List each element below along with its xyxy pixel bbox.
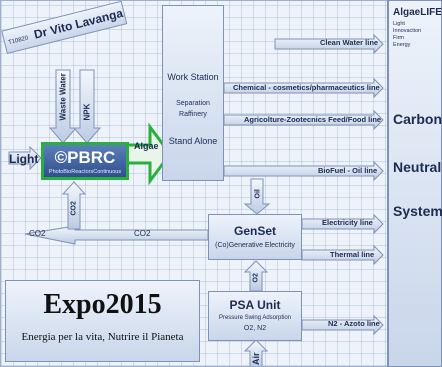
co2-mid-label: CO2: [134, 229, 151, 238]
electricity-arrow: [301, 213, 384, 235]
co2-up-arrow: [61, 181, 87, 230]
expo-box: Expo2015 Energia per la vita, Nutrire il…: [5, 280, 200, 362]
waste-water-label: Waste Water: [58, 73, 68, 121]
psa-gases: O2, N2: [243, 325, 267, 332]
co2-left-arrow: [24, 225, 209, 245]
psa-title: PSA Unit: [229, 298, 281, 312]
npk-arrow: [72, 69, 102, 144]
genset-subtitle: (Co)Generative Electricity: [215, 242, 295, 249]
expo-title: Expo2015: [43, 289, 162, 320]
right-panel-line-light: Light: [393, 21, 405, 27]
oil-arrow: [243, 178, 271, 215]
genset-title: GenSet: [233, 224, 276, 238]
waste-water-arrow: [48, 69, 78, 144]
work-station-line2: Raffinery: [179, 111, 207, 118]
n2-arrow: [301, 314, 384, 336]
work-station-box: Work Station Separation Raffinery Stand …: [162, 5, 224, 181]
agriculture-arrow: [223, 109, 384, 131]
right-panel-carbon: Carbon: [393, 111, 442, 127]
genset-box: GenSet (Co)Generative Electricity: [208, 214, 302, 260]
light-label: Light: [9, 152, 39, 166]
right-panel-line-innovaction: Innovaction: [393, 28, 422, 34]
light-arrow: [8, 145, 42, 171]
algae-label: Algae: [134, 141, 159, 151]
right-panel-title: AlgaeLIFE: [393, 7, 442, 18]
agriculture-label: Agricolture-Zootecnics Feed/Food line: [244, 115, 382, 124]
air-arrow: [243, 339, 269, 367]
chemical-arrow: [223, 77, 384, 99]
expo-subtitle: Energia per la vita, Nutrire il Pianeta: [21, 331, 184, 343]
work-station-title: Work Station: [167, 72, 219, 82]
work-station-line3: Stand Alone: [168, 136, 218, 146]
clean-water-label: Clean Water line: [320, 38, 379, 47]
right-panel-neutral: Neutral: [393, 159, 442, 175]
co2-up-label: CO2: [70, 201, 78, 216]
thermal-arrow: [301, 244, 384, 266]
biofuel-arrow: [223, 160, 384, 182]
right-panel-system: System: [393, 203, 442, 219]
pbrc-box: ©PBRC PhotoBioReactorsContinuous: [41, 142, 129, 180]
right-panel-line-energy: Energy: [393, 42, 411, 48]
biofuel-label: BioFuel - Oil line: [318, 166, 378, 175]
npk-label: NPK: [82, 103, 92, 121]
right-panel: AlgaeLIFE Light Innovaction Firm Energy …: [387, 0, 442, 367]
o2-label: O2: [252, 273, 260, 283]
psa-box: PSA Unit Pressure Swing Adsorption O2, N…: [208, 291, 302, 341]
co2-left-label: CO2: [29, 229, 46, 238]
air-label: Air: [251, 352, 261, 365]
psa-subtitle: Pressure Swing Adsorption: [218, 315, 292, 321]
o2-arrow: [243, 260, 269, 292]
right-panel-line-firm: Firm: [393, 35, 404, 41]
algae-arrow: [124, 122, 172, 186]
author-id: T10820: [7, 35, 29, 47]
work-station-line1: Separation: [176, 100, 210, 107]
electricity-label: Electricity line: [322, 218, 373, 227]
chemical-label: Chemical - cosmetics/pharmaceutics line: [233, 83, 380, 92]
n2-label: N2 - Azoto line: [328, 319, 380, 328]
thermal-label: Thermal line: [330, 250, 375, 259]
pbrc-title: ©PBRC: [54, 148, 116, 167]
clean-water-arrow: [274, 33, 384, 55]
pbrc-subtitle: PhotoBioReactorsContinuous: [48, 169, 122, 175]
oil-label: Oil: [254, 189, 262, 199]
